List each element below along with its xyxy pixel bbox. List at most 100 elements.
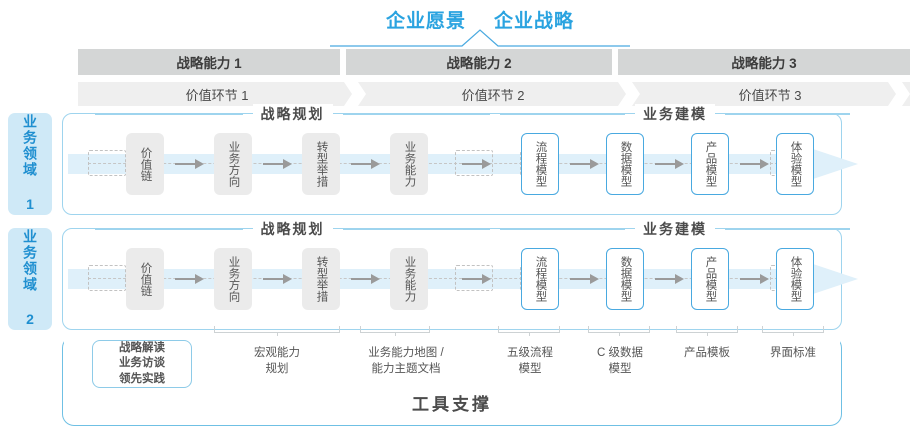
row-1-arrow-2-icon <box>263 159 293 169</box>
row-1-arrow-7-icon <box>740 159 770 169</box>
row-2-arrow-1-icon <box>175 274 205 284</box>
row-1-step-2-label: 业务方向 <box>227 141 240 187</box>
row-1-arrow-4-icon <box>462 159 492 169</box>
row-2-section-strategy-planning: 战略规划 <box>95 219 490 239</box>
row-2-step-8-label: 体验模型 <box>789 256 802 302</box>
row-1-section-strategy-planning: 战略规划 <box>95 104 490 124</box>
tool-label-macro-capability: 宏观能力 规划 <box>254 347 300 375</box>
row-2-arrow-5-icon <box>570 274 600 284</box>
tool-label-strategy-interpretation[interactable]: 战略解读 业务访谈 领先实践 <box>92 340 192 388</box>
value-link-label-1: 价值环节 1 <box>185 87 249 103</box>
row-1-placeholder-middle <box>455 150 493 176</box>
row-2-step-1-label: 价值链 <box>139 261 152 297</box>
divider-line-left <box>95 113 243 115</box>
row-1-step-8[interactable]: 体验模型 <box>776 133 814 195</box>
row-2-step-3[interactable]: 转型举措 <box>302 248 340 310</box>
value-link-cell-3[interactable]: 价值环节 3 <box>630 82 910 106</box>
value-link-label-3: 价值环节 3 <box>738 87 802 103</box>
row-2-arrow-7-icon <box>740 274 770 284</box>
value-link-chevron-2-icon <box>618 82 640 106</box>
row-1-step-8-label: 体验模型 <box>789 141 802 187</box>
value-link-chevron-1-icon <box>344 82 366 106</box>
row-1-step-5-label: 流程模型 <box>534 141 547 187</box>
row-1-arrow-1-icon <box>175 159 205 169</box>
row-2-step-4-label: 业务能力 <box>403 256 416 302</box>
row-1-placeholder-start <box>88 150 126 176</box>
value-link-label-2: 价值环节 2 <box>461 87 525 103</box>
tool-label-product-template: 产品模板 <box>684 347 730 359</box>
row-2-step-1[interactable]: 价值链 <box>126 248 164 310</box>
divider-line-left <box>500 228 625 230</box>
row-1-step-1[interactable]: 价值链 <box>126 133 164 195</box>
divider-line-right <box>725 113 850 115</box>
business-domain-2-label: 业务领域 2 <box>22 229 39 329</box>
row-2-step-7-label: 产品模型 <box>704 256 717 302</box>
row-1-step-4[interactable]: 业务能力 <box>390 133 428 195</box>
row-1-step-6[interactable]: 数据模型 <box>606 133 644 195</box>
row-1-arrow-6-icon <box>655 159 685 169</box>
sidebar-item-business-domain-2[interactable]: 业务领域 2 <box>8 228 52 330</box>
enterprise-vision-title: 企业愿景 <box>385 10 466 32</box>
capability-cell-2[interactable]: 战略能力 2 <box>346 49 612 75</box>
row-2-arrow-3-icon <box>351 274 381 284</box>
row-2-strategy-planning-label: 战略规划 <box>252 219 333 239</box>
row-2-step-2-label: 业务方向 <box>227 256 240 302</box>
row-2-arrow-4-icon <box>462 274 492 284</box>
capability-label-2: 战略能力 2 <box>446 56 512 71</box>
row-1-arrow-3-icon <box>351 159 381 169</box>
row-2-placeholder-middle <box>455 265 493 291</box>
divider-line-right <box>342 113 490 115</box>
row-1-step-3[interactable]: 转型举措 <box>302 133 340 195</box>
row-1-step-1-label: 价值链 <box>139 146 152 182</box>
tool-label-ui-standard: 界面标准 <box>770 347 816 359</box>
capability-label-1: 战略能力 1 <box>176 56 242 71</box>
row-2-step-5[interactable]: 流程模型 <box>521 248 559 310</box>
row-1-step-4-label: 业务能力 <box>403 141 416 187</box>
value-link-cell-1[interactable]: 价值环节 1 <box>78 82 356 106</box>
vision-strategy-connector-icon <box>330 29 630 47</box>
value-link-band: 价值环节 1 价值环节 2 价值环节 3 <box>78 82 910 106</box>
divider-line-right <box>342 228 490 230</box>
value-link-chevron-3-icon <box>888 82 910 106</box>
capability-cell-1[interactable]: 战略能力 1 <box>78 49 340 75</box>
row-1-dashed-connector <box>88 163 808 164</box>
row-2-step-8[interactable]: 体验模型 <box>776 248 814 310</box>
row-2-placeholder-start <box>88 265 126 291</box>
tool-label-capability-map: 业务能力地图 / 能力主题文档 <box>368 347 444 375</box>
row-2-step-3-label: 转型举措 <box>315 256 328 302</box>
row-1-arrow-5-icon <box>570 159 600 169</box>
enterprise-strategy-title: 企业战略 <box>494 10 575 32</box>
tool-label-data-model: C 级数据 模型 <box>597 347 643 375</box>
sidebar-item-business-domain-1[interactable]: 业务领域 1 <box>8 113 52 215</box>
row-2-step-2[interactable]: 业务方向 <box>214 248 252 310</box>
divider-line-right <box>725 228 850 230</box>
row-2-step-5-label: 流程模型 <box>534 256 547 302</box>
footer-top-mask <box>64 336 840 382</box>
row-1-strategy-planning-label: 战略规划 <box>252 104 333 124</box>
row-1-step-7[interactable]: 产品模型 <box>691 133 729 195</box>
divider-line-left <box>500 113 625 115</box>
divider-line-left <box>95 228 243 230</box>
row-2-step-6-label: 数据模型 <box>619 256 632 302</box>
row-2-step-6[interactable]: 数据模型 <box>606 248 644 310</box>
row-2-section-business-modeling: 业务建模 <box>500 219 850 239</box>
row-1-step-6-label: 数据模型 <box>619 141 632 187</box>
row-1-step-5[interactable]: 流程模型 <box>521 133 559 195</box>
row-1-section-business-modeling: 业务建模 <box>500 104 850 124</box>
row-2-arrow-6-icon <box>655 274 685 284</box>
row-2-arrow-2-icon <box>263 274 293 284</box>
tool-support-title: 工具支撑 <box>412 395 492 414</box>
row-2-step-7[interactable]: 产品模型 <box>691 248 729 310</box>
capability-label-3: 战略能力 3 <box>731 56 797 71</box>
row-1-step-2[interactable]: 业务方向 <box>214 133 252 195</box>
row-2-business-modeling-label: 业务建模 <box>635 219 715 239</box>
capability-cell-3[interactable]: 战略能力 3 <box>618 49 910 75</box>
top-titles: 企业愿景 企业战略 <box>330 4 630 34</box>
row-1-step-3-label: 转型举措 <box>315 141 328 187</box>
row-2-step-4[interactable]: 业务能力 <box>390 248 428 310</box>
tool-label-process-model: 五级流程 模型 <box>507 347 553 375</box>
value-link-cell-2[interactable]: 价值环节 2 <box>356 82 630 106</box>
row-1-business-modeling-label: 业务建模 <box>635 104 715 124</box>
business-domain-1-label: 业务领域 1 <box>22 114 39 214</box>
